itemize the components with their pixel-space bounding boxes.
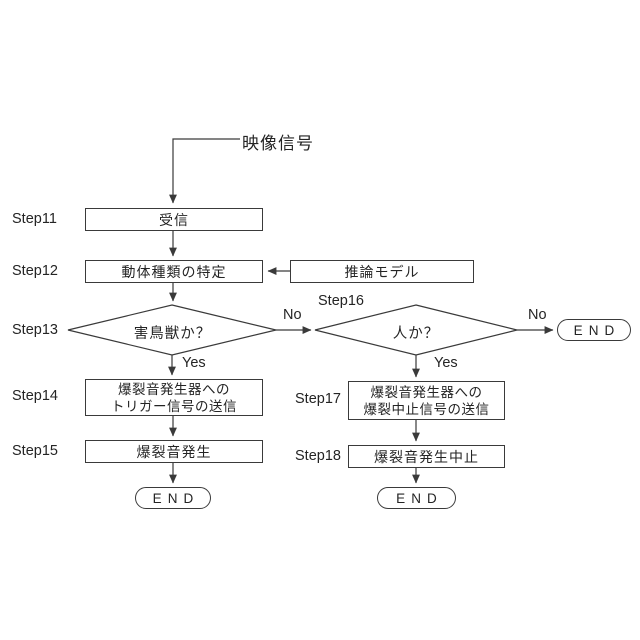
terminal-end-mid: END <box>377 487 456 509</box>
step16-label: Step16 <box>318 293 364 309</box>
step18-label: Step18 <box>295 448 341 464</box>
process-step15-explosive-sound: 爆裂音発生 <box>85 440 263 463</box>
step14-label: Step14 <box>12 388 58 404</box>
connector-input-to-step11 <box>169 138 240 204</box>
terminal-end-left: END <box>135 487 211 509</box>
decision-step16-diamond <box>314 304 518 356</box>
step17-text-line2: 爆裂中止信号の送信 <box>363 401 490 417</box>
step14-text-line2: トリガー信号の送信 <box>111 398 237 414</box>
step13-yes-label: Yes <box>182 355 206 371</box>
input-signal-label: 映像信号 <box>242 134 314 153</box>
process-step12-identify-object-type: 動体種類の特定 <box>85 260 263 283</box>
step13-no-label: No <box>283 307 302 323</box>
process-inference-model: 推論モデル <box>290 260 474 283</box>
step14-text-line1: 爆裂音発生器への <box>118 381 230 397</box>
decision-step13-diamond <box>67 304 277 356</box>
terminal-end-right: END <box>557 319 631 341</box>
step17-label: Step17 <box>295 391 341 407</box>
process-step14-send-trigger-signal: 爆裂音発生器への トリガー信号の送信 <box>85 379 263 416</box>
decision-step16-text: 人か？ <box>392 326 440 342</box>
step15-label: Step15 <box>12 443 58 459</box>
step16-yes-label: Yes <box>434 355 458 371</box>
decision-step13-text: 害鳥獣か？ <box>133 326 212 342</box>
step13-label: Step13 <box>12 322 58 338</box>
step17-text-line1: 爆裂音発生器への <box>370 384 483 400</box>
step16-no-label: No <box>528 307 547 323</box>
process-step18-stop-explosive-sound: 爆裂音発生中止 <box>348 445 505 468</box>
process-step17-send-stop-signal: 爆裂音発生器への 爆裂中止信号の送信 <box>348 381 505 420</box>
process-step11-receive: 受信 <box>85 208 263 231</box>
step11-label: Step11 <box>12 211 57 227</box>
step12-label: Step12 <box>12 263 58 279</box>
